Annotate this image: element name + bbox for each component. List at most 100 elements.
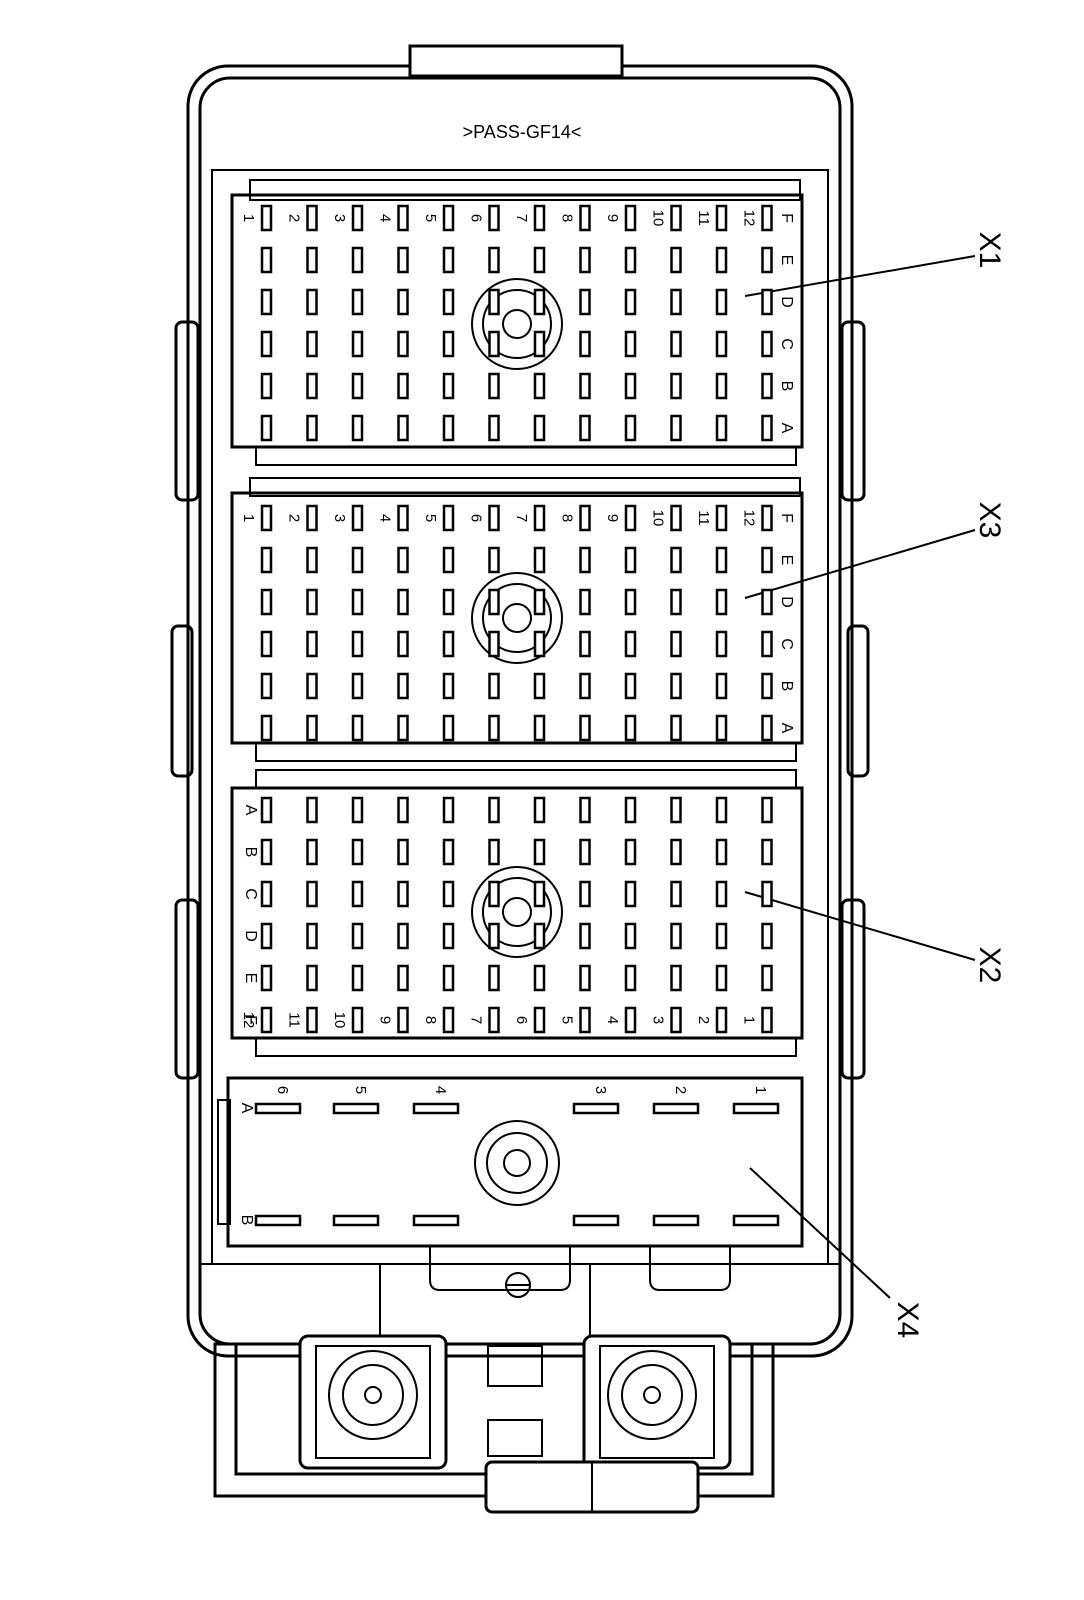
x3-pin <box>533 714 546 742</box>
x2-pin <box>761 1006 773 1034</box>
x2-row-label: E <box>242 973 259 984</box>
x2-pin <box>579 1006 591 1034</box>
x1-pin <box>397 246 409 274</box>
x2-pin <box>488 796 500 824</box>
x2-pin <box>670 1006 682 1034</box>
x2-pin <box>397 1006 409 1034</box>
x3-pin <box>260 672 273 700</box>
x2-pin <box>260 838 273 866</box>
x1-column-label: 5 <box>422 214 439 222</box>
x2-pin <box>397 922 409 950</box>
x3-pin <box>488 546 500 574</box>
x1-pin <box>624 414 637 442</box>
x1-column-label: 1 <box>240 214 257 222</box>
x2-pin <box>306 838 318 866</box>
x1-pin <box>715 204 728 232</box>
x2-pin <box>533 964 546 992</box>
x2-pin <box>761 880 773 908</box>
x2-pin <box>351 880 364 908</box>
x3-pin <box>488 504 500 532</box>
x1-column-label: 2 <box>286 214 303 222</box>
x1-column-label: 9 <box>604 214 621 222</box>
x1-pin <box>442 204 455 232</box>
x3-pin <box>670 588 682 616</box>
x3-pin <box>715 630 728 658</box>
x3-pin <box>761 588 773 616</box>
x3-row-label: C <box>778 638 795 650</box>
callout-x4: X4 <box>891 1302 924 1339</box>
x2-column-label: 1 <box>741 1016 758 1024</box>
x3-column-label: 12 <box>741 510 758 527</box>
x2-pin <box>306 1006 318 1034</box>
x2-pin <box>624 838 637 866</box>
x1-pin <box>533 246 546 274</box>
x1-column-label: 4 <box>377 214 394 222</box>
x1-pin <box>351 372 364 400</box>
x2-pin <box>533 838 546 866</box>
x2-pin <box>761 796 773 824</box>
x1-pin <box>397 204 409 232</box>
x3-pin <box>260 588 273 616</box>
x1-pin <box>260 204 273 232</box>
x3-pin <box>306 546 318 574</box>
x4-column-label: 6 <box>274 1086 291 1094</box>
x2-pin <box>579 880 591 908</box>
x3-pin <box>670 504 682 532</box>
x1-pin <box>579 372 591 400</box>
x2-pin <box>488 838 500 866</box>
x3-pin <box>351 672 364 700</box>
x1-column-label: 7 <box>513 214 530 222</box>
x2-pin <box>533 922 546 950</box>
x1-pin <box>488 288 500 316</box>
x2-pin <box>488 964 500 992</box>
x4-column-label: 2 <box>672 1086 689 1094</box>
x3-pin <box>260 546 273 574</box>
x1-pin <box>761 330 773 358</box>
x3-pin <box>442 504 455 532</box>
x2-column-label: 6 <box>513 1016 530 1024</box>
x3-pin <box>761 630 773 658</box>
x1-pin <box>624 246 637 274</box>
connector-x2 <box>230 769 804 1057</box>
x3-pin <box>488 714 500 742</box>
x2-pin <box>351 1006 364 1034</box>
x4-pin <box>412 1102 460 1115</box>
x4-column-label: 3 <box>592 1086 609 1094</box>
x2-pin <box>351 964 364 992</box>
x4-pin <box>732 1214 780 1227</box>
x1-pin <box>761 414 773 442</box>
x3-pin <box>715 714 728 742</box>
x3-pin <box>397 630 409 658</box>
part-label: >PASS-GF14< <box>463 122 582 142</box>
x1-row-label: E <box>778 255 795 266</box>
x2-column-label: 10 <box>331 1012 348 1029</box>
x1-pin <box>306 204 318 232</box>
x3-pin <box>306 630 318 658</box>
x3-column-label: 1 <box>240 514 257 522</box>
housing <box>170 44 870 1358</box>
x2-pin <box>442 922 455 950</box>
x2-column-label: 7 <box>468 1016 485 1024</box>
x3-pin <box>306 714 318 742</box>
x1-pin <box>715 288 728 316</box>
x1-pin <box>260 288 273 316</box>
x2-pin <box>579 838 591 866</box>
x3-pin <box>670 672 682 700</box>
x3-pin <box>715 504 728 532</box>
x1-column-label: 8 <box>559 214 576 222</box>
x1-pin <box>306 246 318 274</box>
x4-pin <box>254 1102 302 1115</box>
x3-pin <box>533 672 546 700</box>
x1-column-label: 10 <box>650 210 667 227</box>
x1-pin <box>715 414 728 442</box>
x1-pin <box>579 414 591 442</box>
x3-pin <box>488 672 500 700</box>
x1-pin <box>579 204 591 232</box>
x3-pin <box>715 588 728 616</box>
x3-column-label: 8 <box>559 514 576 522</box>
x1-pin <box>670 330 682 358</box>
x3-pin <box>442 588 455 616</box>
connector-x3 <box>230 477 804 762</box>
x1-column-label: 11 <box>695 210 712 226</box>
x3-row-label: E <box>778 555 795 566</box>
